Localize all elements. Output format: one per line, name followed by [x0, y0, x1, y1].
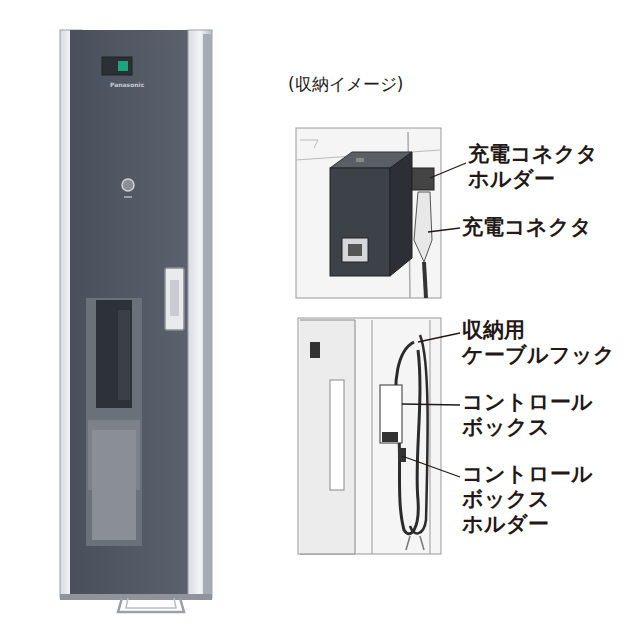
part-name: 充電コネクタ ホルダー [468, 142, 633, 192]
part-name: コントロール ボックス [462, 390, 627, 440]
brand-logo: Panasonic [110, 81, 150, 88]
part-name: 収納用 ケーブルフック [462, 318, 627, 368]
part-name: 充電コネクタ [462, 215, 627, 240]
inset-caption: (収納イメージ) [288, 74, 458, 94]
part-name: コントロール ボックス ホルダー [462, 462, 627, 536]
